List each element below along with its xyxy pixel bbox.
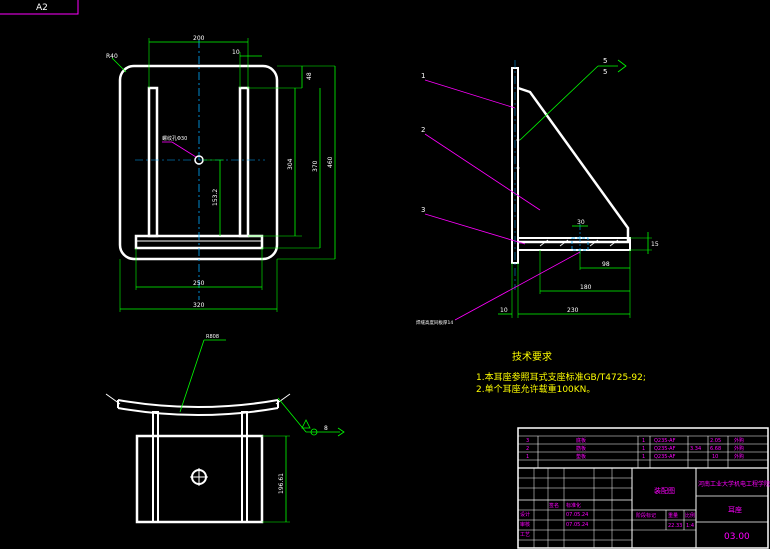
dim-total-length: 230 [567, 307, 579, 314]
weld-top: 5 [603, 57, 607, 65]
top-view: R808 8 196.61 [105, 334, 345, 524]
parts-row-2-weight: 3.34 [690, 446, 701, 452]
parts-row-3-note: 外购 [734, 453, 744, 460]
design-label: 设计 [520, 511, 530, 518]
dim-hole-offset: 153.2 [212, 189, 219, 206]
dim-right-top: 48 [306, 72, 313, 80]
weld-note: 焊缝高度同板厚14 [416, 319, 453, 326]
dim-side: 196.61 [278, 473, 285, 494]
title-block: 3 底板 1 Q235-AF 2.05 外购 2 筋板 1 Q235-AF 3.… [517, 427, 770, 549]
part-label-1: 1 [421, 72, 425, 80]
parts-row-1-weight: 2.05 [710, 438, 721, 444]
weld-mark: 8 [324, 425, 328, 432]
hole-label: 螺纹孔Φ30 [162, 135, 187, 142]
side-view: 1 2 3 5 5 30 15 98 180 230 10 焊缝高度同板厚14 [416, 57, 659, 326]
radius-label: R808 [206, 334, 219, 340]
parts-row-2-material: Q235-AF [654, 446, 676, 452]
part-name: 耳座 [728, 505, 742, 514]
part-label-3: 3 [421, 206, 425, 214]
corner-tab: A2 [0, 0, 79, 15]
parts-row-3-no: 1 [526, 454, 529, 460]
signature-label: 签名 [549, 502, 559, 509]
scale-weight: 22.33 [668, 523, 682, 529]
parts-row-1-material: Q235-AF [654, 438, 676, 444]
school-name: 河南工业大学机电工程学院 [698, 480, 770, 488]
tech-line-2: 2.单个耳座允许载重100KN。 [476, 383, 595, 395]
date-1: 07.05.24 [566, 512, 588, 518]
tech-requirements: 技术要求 1.本耳座参照耳式支座标准GB/T4725-92; 2.单个耳座允许载… [476, 350, 646, 395]
parts-row-2-qty: 1 [642, 446, 645, 452]
parts-row-3-name: 垫板 [576, 453, 586, 460]
parts-row-3-material: Q235-AF [654, 454, 676, 460]
drawing-number: 03.00 [724, 532, 750, 542]
process-label: 工艺 [520, 532, 530, 538]
front-view: 200 10 R40 48 304 370 460 153.2 螺纹孔Φ30 [106, 35, 336, 312]
dim-mid-length: 180 [580, 284, 592, 291]
scale-ratio: 1:4 [686, 523, 694, 529]
dim-top-small: 10 [232, 49, 240, 56]
dim-height-outer: 460 [327, 156, 334, 168]
part-label-2: 2 [421, 126, 425, 134]
dim-bottom-outer: 320 [193, 302, 205, 309]
stage-label: 阶段标记 [636, 512, 656, 519]
check-label: 审核 [520, 521, 530, 528]
parts-row-1-name: 底板 [576, 437, 586, 444]
weld-bottom: 5 [603, 68, 607, 76]
parts-row-2-note: 外购 [734, 445, 744, 452]
weight-label: 重量 [668, 512, 678, 519]
parts-row-1-no: 3 [526, 438, 529, 444]
parts-row-3-qty: 1 [642, 454, 645, 460]
ratio-label: 比例 [685, 512, 695, 519]
dim-height-inner: 304 [287, 158, 294, 170]
dim-top-width: 200 [193, 35, 205, 42]
dim-inner-length: 98 [602, 261, 610, 268]
tech-line-1: 1.本耳座参照耳式支座标准GB/T4725-92; [476, 371, 646, 383]
standardization-label: 标准化 [566, 502, 581, 509]
parts-row-1-note: 外购 [734, 437, 744, 444]
date-2: 07.05.24 [566, 522, 588, 528]
parts-row-2-total: 6.68 [710, 446, 721, 452]
dim-foot-height: 15 [651, 241, 659, 248]
parts-row-2-no: 2 [526, 446, 529, 452]
parts-row-3-weight: 10 [712, 454, 718, 460]
corner-tab-label: A2 [36, 3, 48, 13]
dim-plate-thickness: 30 [577, 219, 585, 226]
dim-corner-radius: R40 [106, 53, 118, 60]
dim-height-mid: 370 [312, 160, 319, 172]
tech-title: 技术要求 [512, 350, 552, 363]
dim-base-thickness: 10 [500, 307, 508, 314]
drawing-name: 装配图 [654, 486, 675, 495]
parts-row-2-name: 筋板 [576, 445, 586, 452]
dim-bottom-inner: 250 [193, 280, 205, 287]
parts-row-1-qty: 1 [642, 438, 645, 444]
